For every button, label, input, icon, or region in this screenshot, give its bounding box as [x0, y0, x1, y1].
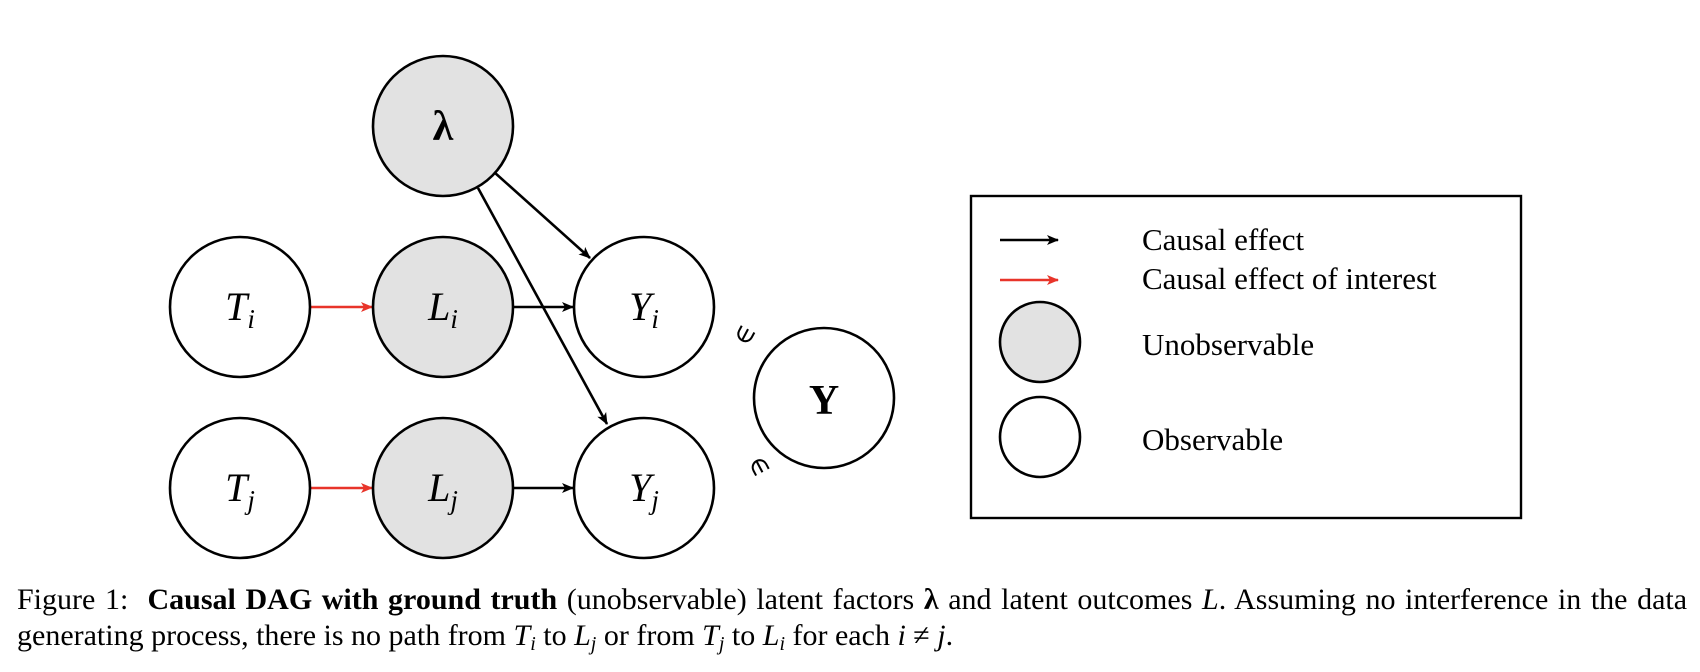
node-ti-symbol: T — [225, 284, 250, 329]
node-yj-subscript: j — [648, 485, 659, 515]
node-y-set-label: Y — [809, 378, 839, 424]
legend-observable-label: Observable — [1142, 422, 1283, 457]
node-lambda-label: λ — [433, 104, 454, 150]
legend-unobservable-icon — [998, 300, 1082, 384]
node-lj-symbol: L — [427, 465, 450, 510]
node-lj-subscript: j — [447, 485, 458, 515]
node-tj: Tj — [168, 416, 312, 560]
node-lj: Lj — [371, 416, 515, 560]
caption-for-each: for each — [792, 619, 890, 652]
caption-prefix: Figure 1: — [17, 583, 129, 616]
node-li: Li — [371, 235, 515, 379]
causal-dag-diagram: λ Ti Li Yi Tj Lj Yj — [168, 54, 1523, 560]
node-li-symbol: L — [427, 284, 450, 329]
caption-lambda: λ — [923, 583, 939, 616]
legend: Causal effect Causal effect of interest … — [969, 194, 1523, 520]
caption-to-1: to — [543, 619, 567, 652]
caption-to-2: to — [731, 619, 756, 652]
membership-symbol-yj: ∈ — [741, 451, 777, 482]
node-yj-symbol: Y — [629, 465, 655, 510]
figure-caption: Figure 1: Causal DAG with ground truth (… — [17, 582, 1687, 654]
legend-observable-icon — [998, 395, 1082, 479]
svg-text:Yi: Yi — [629, 284, 659, 334]
svg-text:Tj: Tj — [225, 465, 255, 515]
caption-math-i-neq-j: i ≠ j — [897, 619, 946, 652]
membership-symbol-yi: ∈ — [727, 320, 763, 351]
node-ti: Ti — [168, 235, 312, 379]
legend-unobservable-label: Unobservable — [1142, 327, 1314, 362]
caption-title: Causal DAG with ground truth — [147, 583, 558, 616]
caption-end: . — [945, 619, 954, 652]
caption-l-symbol: L — [1202, 583, 1219, 616]
svg-text:Yj: Yj — [629, 465, 659, 515]
caption-math-tj: Tj — [702, 619, 725, 655]
caption-math-li: Li — [762, 619, 786, 655]
legend-causal-label: Causal effect — [1142, 222, 1304, 257]
caption-math-lj: Lj — [574, 619, 597, 655]
caption-or-from: or from — [603, 619, 695, 652]
node-tj-symbol: T — [225, 465, 250, 510]
node-yi-symbol: Y — [629, 284, 655, 329]
caption-text-1: (unobservable) latent factors — [566, 583, 915, 616]
edge-lambda-yj — [476, 187, 609, 425]
node-ti-subscript: i — [247, 304, 255, 334]
node-yi-subscript: i — [651, 304, 659, 334]
edge-lambda-yi — [493, 171, 591, 259]
legend-interest-label: Causal effect of interest — [1142, 261, 1437, 296]
node-tj-subscript: j — [244, 485, 255, 515]
caption-text-2: and latent outcomes — [948, 583, 1193, 616]
node-yi: Yi — [572, 235, 716, 379]
svg-text:Ti: Ti — [225, 284, 255, 334]
node-yj: Yj — [572, 416, 716, 560]
svg-text:Li: Li — [427, 284, 458, 334]
node-li-subscript: i — [450, 304, 458, 334]
node-lambda: λ — [371, 54, 515, 198]
node-y-set: Y — [752, 326, 896, 470]
caption-text-3: . Assuming no interference in the data g… — [17, 583, 1688, 652]
caption-math-ti: Ti — [513, 619, 536, 655]
svg-text:Lj: Lj — [427, 465, 458, 515]
